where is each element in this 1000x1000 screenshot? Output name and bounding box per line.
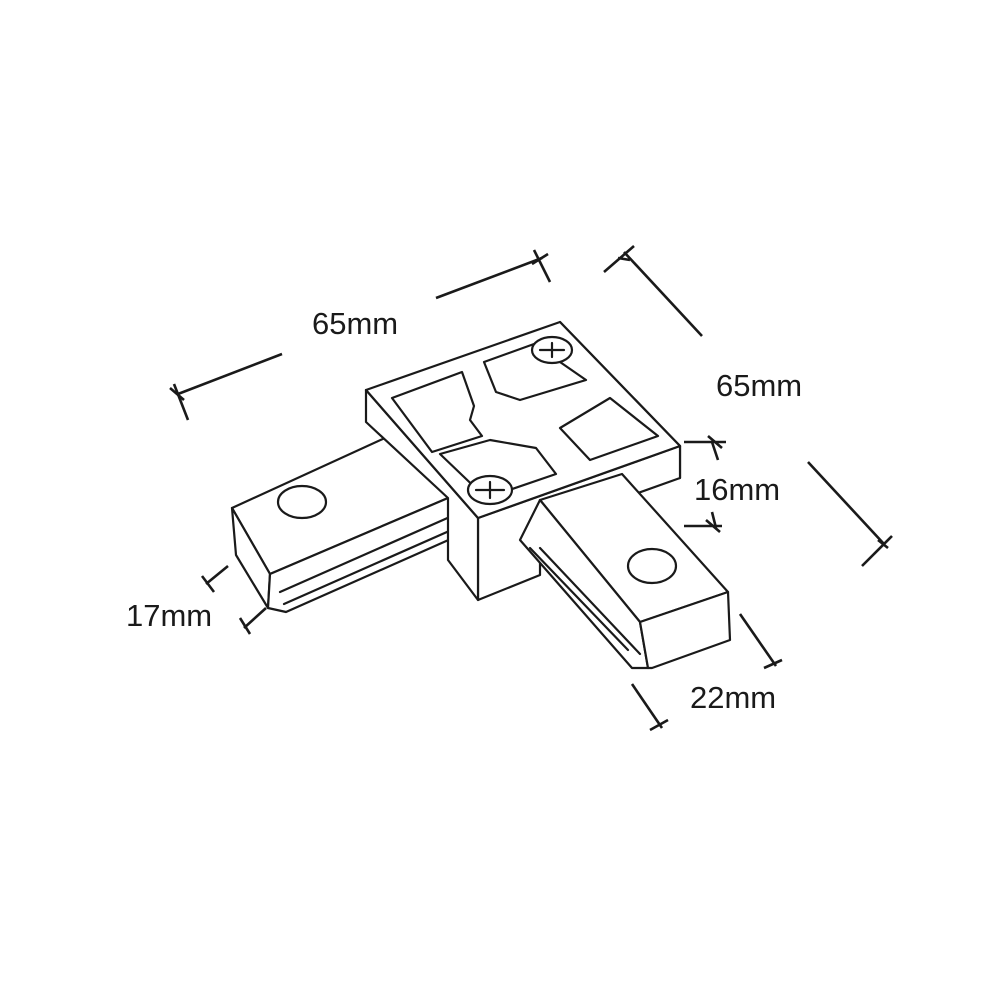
screw-icon — [530, 335, 574, 365]
left-mounting-hole — [276, 484, 328, 520]
pad-right — [558, 396, 660, 462]
right-arm-end-face — [638, 590, 732, 670]
right-arm-channel-lower — [538, 546, 642, 656]
block-top-face — [364, 320, 682, 520]
right-arm-channel — [528, 546, 630, 652]
pad-back — [482, 342, 588, 402]
dimension-label-height: 16mm — [694, 472, 780, 507]
dimension-line-right-end — [630, 613, 783, 732]
dimension-line-height — [684, 435, 726, 533]
dimension-label-length-b: 65mm — [716, 368, 802, 403]
dimension-label-left-end: 17mm — [126, 598, 212, 633]
right-arm — [518, 472, 732, 670]
pad-left — [390, 370, 484, 454]
left-arm — [230, 430, 464, 614]
left-arm-channel-lower — [282, 526, 458, 606]
dimension-line-length-b — [603, 245, 893, 567]
dimension-label-length-a: 65mm — [312, 306, 398, 341]
screw-icon — [466, 474, 514, 506]
dimension-line-length-a — [169, 249, 552, 421]
right-mounting-hole — [626, 547, 678, 585]
dimension-line-left-end — [200, 564, 267, 635]
dimension-label-right-end: 22mm — [690, 680, 776, 715]
left-arm-channel — [278, 514, 454, 594]
